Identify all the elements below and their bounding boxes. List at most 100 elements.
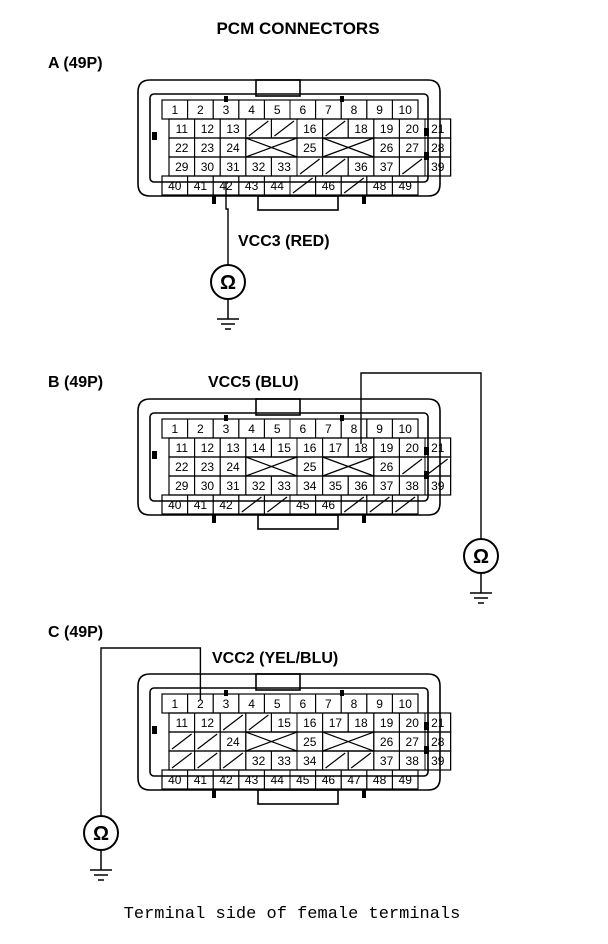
pin-cell: 5 xyxy=(263,99,291,120)
pin-cell: 24 xyxy=(219,731,247,752)
pin-number: 19 xyxy=(380,122,394,136)
empty-cavity xyxy=(194,731,221,752)
pin-number: 14 xyxy=(252,441,266,455)
pin-cell: 44 xyxy=(263,175,291,196)
pin-number: 44 xyxy=(271,773,285,787)
pin-cell: 20 xyxy=(398,118,426,139)
pin-cell: 16 xyxy=(296,712,324,733)
pin-cell: 38 xyxy=(398,750,426,771)
pin-cell: 27 xyxy=(398,731,426,752)
blocked-cavity xyxy=(322,456,375,477)
pin-cell: 49 xyxy=(391,175,419,196)
pin-number: 3 xyxy=(223,422,230,436)
pin-cell: 10 xyxy=(391,693,419,714)
pin-number: 26 xyxy=(380,141,394,155)
pin-cell: 34 xyxy=(296,750,324,771)
pin-number: 1 xyxy=(171,697,178,711)
probe-wire xyxy=(100,647,202,816)
pin-cell: 9 xyxy=(366,693,393,714)
pin-number: 32 xyxy=(252,160,266,174)
pin-cell: 5 xyxy=(263,693,291,714)
pin-number: 49 xyxy=(399,179,413,193)
pin-cell: 13 xyxy=(219,437,247,458)
pin-number: 6 xyxy=(299,697,306,711)
pin-number: 11 xyxy=(176,122,189,136)
pin-number: 10 xyxy=(399,697,413,711)
pin-number: 4 xyxy=(248,422,255,436)
pin-number: 34 xyxy=(303,754,317,768)
pin-number: 1 xyxy=(171,422,178,436)
pin-number: 10 xyxy=(399,103,413,117)
probe-wire xyxy=(225,182,229,265)
pin-number: 5 xyxy=(274,422,281,436)
pin-cell: 30 xyxy=(194,156,221,177)
pin-number: 29 xyxy=(175,479,189,493)
pin-number: 32 xyxy=(252,479,266,493)
ground-icon xyxy=(217,299,239,330)
pin-number: 4 xyxy=(248,697,255,711)
ground-icon xyxy=(470,573,492,604)
pin-number: 23 xyxy=(201,460,215,474)
pin-number: 42 xyxy=(219,498,233,512)
pin-number: 12 xyxy=(201,122,215,136)
pin-cell: 27 xyxy=(398,137,426,158)
pin-cell: 10 xyxy=(391,99,419,120)
pin-cell: 46 xyxy=(315,769,342,790)
pin-number: 8 xyxy=(351,103,358,117)
pin-cell: 32 xyxy=(245,750,272,771)
pin-number: 27 xyxy=(406,735,420,749)
pin-number: 28 xyxy=(431,141,445,155)
empty-cavity xyxy=(245,712,272,733)
pin-number: 40 xyxy=(168,179,182,193)
pin-number: 1 xyxy=(171,103,178,117)
pin-cell: 39 xyxy=(424,475,452,496)
diagram-title: PCM CONNECTORS xyxy=(216,19,379,38)
empty-cavity xyxy=(296,156,324,177)
pin-cell: 26 xyxy=(373,456,400,477)
pin-cell: 26 xyxy=(373,731,400,752)
pin-number: 25 xyxy=(303,460,317,474)
pin-number: 13 xyxy=(226,441,240,455)
caption: Terminal side of female terminals xyxy=(124,905,461,924)
wire-label: VCC3 (RED) xyxy=(238,233,330,250)
pin-cell: 42 xyxy=(212,494,240,515)
pin-number: 10 xyxy=(399,422,413,436)
connector-label: B (49P) xyxy=(48,374,103,391)
pin-cell: 44 xyxy=(263,769,291,790)
pin-cell: 11 xyxy=(168,712,196,733)
pin-cell: 1 xyxy=(161,418,189,439)
pin-cell: 13 xyxy=(219,118,247,139)
empty-cavity xyxy=(347,750,375,771)
pin-cell: 7 xyxy=(315,693,342,714)
pin-number: 15 xyxy=(278,441,292,455)
pin-number: 20 xyxy=(406,716,420,730)
ohmmeter-icon: Ω xyxy=(83,815,119,851)
pin-number: 36 xyxy=(354,479,368,493)
pin-cell: 8 xyxy=(340,99,368,120)
pin-cell: 38 xyxy=(398,475,426,496)
pin-cell: 10 xyxy=(391,418,419,439)
pin-number: 17 xyxy=(329,716,343,730)
pin-number: 17 xyxy=(329,441,343,455)
pin-cell: 49 xyxy=(391,769,419,790)
ohm-symbol: Ω xyxy=(93,823,109,845)
pin-cell: 40 xyxy=(161,175,189,196)
pin-cell: 7 xyxy=(315,99,342,120)
blocked-cavity xyxy=(322,731,375,752)
blocked-cavity xyxy=(245,137,298,158)
pin-number: 25 xyxy=(303,735,317,749)
pin-cell: 4 xyxy=(238,418,265,439)
pin-cell: 1 xyxy=(161,693,189,714)
pin-cell: 42 xyxy=(212,769,240,790)
empty-cavity xyxy=(219,750,247,771)
pin-cell: 7 xyxy=(315,418,342,439)
empty-cavity xyxy=(398,456,426,477)
blocked-cavity xyxy=(322,137,375,158)
pin-cell: 8 xyxy=(340,418,368,439)
